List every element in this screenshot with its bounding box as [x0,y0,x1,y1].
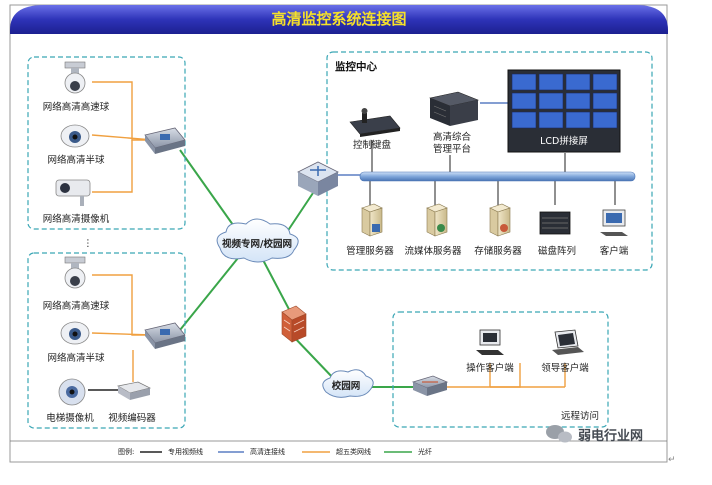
fiber-lines [179,149,413,388]
remote-switch-icon [411,375,449,396]
speed-dome-camera-2-icon [64,256,86,289]
management-platform-icon [428,91,480,126]
streaming-server-icon [426,203,448,237]
leader-client-label: 领导客户端 [541,362,589,374]
server-label-3: 磁盘阵列 [538,245,576,257]
campus-network-cloud-icon [322,369,374,398]
video-encoder-icon [117,381,152,400]
watermark-text: 弱电行业网 [578,428,643,444]
disk-array-icon [539,211,571,235]
private-network-cloud-icon [216,218,299,263]
cat5e-lines-group-2 [91,274,154,336]
campus-cloud-label: 校园网 [332,380,361,392]
server-label-0: 管理服务器 [346,245,394,257]
cam2-half-dome-label: 网络高清半球 [47,352,105,364]
cam2-speed-dome-label: 网络高清高速球 [43,300,110,312]
cam2-elevator-label: 电梯摄像机 [46,412,94,424]
server-label-1: 流媒体服务器 [404,245,462,257]
firewall-icon [281,305,307,343]
network-bus-bar [359,171,636,182]
legend-item-3: 光纤 [418,447,432,456]
half-dome-camera-icon [60,124,90,148]
access-switch-1-icon [144,127,186,154]
legend-item-2: 超五类网线 [336,447,371,456]
monitor-center-title: 监控中心 [335,60,377,73]
title-bar: 高清监控系统连接图 [10,5,668,34]
operator-client-label: 操作客户端 [466,362,514,374]
operator-client-icon [476,329,504,355]
legend-prefix: 图例: [118,447,134,456]
wechat-icon [546,425,572,443]
cam2-encoder-label: 视频编码器 [108,412,156,424]
remote-access-box [392,311,609,428]
legend-item-1: 高清连接线 [250,447,285,456]
cam1-speed-dome-label: 网络高清高速球 [43,101,110,113]
access-switch-2-icon [144,322,186,349]
core-switch-icon [297,161,339,196]
bus-drops [369,140,616,205]
platform-label-2: 管理平台 [433,143,471,155]
watermark: 弱电行业网 ↵ [546,425,676,465]
ellipsis-mark: ⋮ [83,238,93,249]
keyboard-label: 控制键盘 [353,139,392,151]
half-dome-camera-2-icon [60,321,90,345]
cam1-half-dome-label: 网络高清半球 [47,154,105,166]
legend-item-0: 专用视频线 [168,447,203,456]
server-label-2: 存储服务器 [474,245,522,257]
return-mark-icon: ↵ [668,455,676,465]
server-label-4: 客户端 [600,245,629,257]
cam1-bullet-label: 网络高清摄像机 [43,213,110,225]
client-pc-icon [600,209,628,236]
leader-client-icon [552,329,584,355]
monitor-center-box [326,51,653,271]
lcd-video-wall-icon [507,69,621,153]
lcd-label: LCD拼接屏 [540,135,588,147]
remote-cat5e-lines [445,363,566,388]
network-cloud-label: 视频专网/校园网 [222,238,292,250]
bullet-camera-icon [55,179,91,206]
elevator-camera-icon [58,378,86,406]
platform-label-1: 高清综合 [433,131,472,143]
cat5e-lines-group-1 [91,81,154,193]
speed-dome-camera-icon [64,61,86,94]
storage-server-icon [489,203,511,237]
diagram-title: 高清监控系统连接图 [271,10,406,28]
control-keyboard-icon [349,108,401,137]
remote-access-label: 远程访问 [561,410,599,422]
management-server-icon [361,203,383,237]
